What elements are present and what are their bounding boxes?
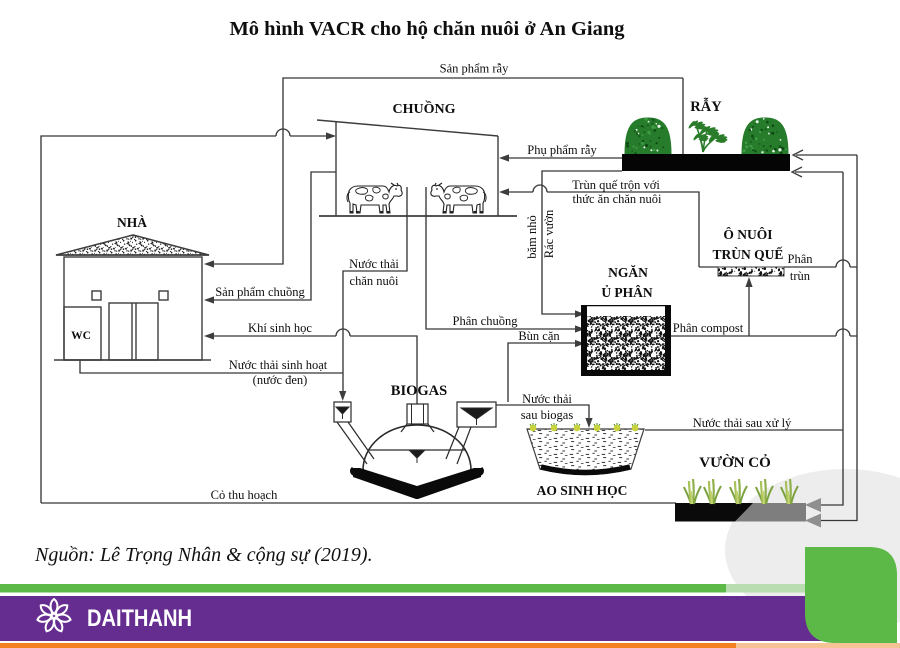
svg-text:Mô hình VACR cho hộ chăn nuôi: Mô hình VACR cho hộ chăn nuôi ở An Giang	[229, 18, 625, 40]
svg-text:Ủ PHÂN: Ủ PHÂN	[601, 285, 653, 300]
svg-text:TRÙN QUẾ: TRÙN QUẾ	[713, 247, 784, 262]
svg-text:Bùn cặn: Bùn cặn	[518, 329, 560, 343]
svg-text:thức ăn chăn nuôi: thức ăn chăn nuôi	[572, 192, 662, 206]
svg-text:VƯỜN CỎ: VƯỜN CỎ	[699, 454, 771, 471]
svg-text:Rác vườn: Rác vườn	[542, 209, 556, 258]
svg-text:WC: WC	[71, 330, 91, 342]
svg-text:Nước thải: Nước thải	[349, 257, 399, 271]
svg-text:(nước đen): (nước đen)	[253, 373, 308, 387]
svg-text:Phân: Phân	[788, 252, 814, 266]
svg-text:NHÀ: NHÀ	[117, 215, 147, 230]
svg-text:chăn nuôi: chăn nuôi	[350, 274, 399, 288]
svg-text:AO SINH HỌC: AO SINH HỌC	[537, 483, 628, 498]
svg-text:Phân chuồng: Phân chuồng	[453, 314, 519, 328]
svg-text:Phân compost: Phân compost	[673, 321, 744, 335]
svg-text:RẪY: RẪY	[690, 97, 722, 115]
svg-text:Phụ phẩm rẫy: Phụ phẩm rẫy	[527, 143, 597, 157]
svg-text:Sản phẩm rẫy: Sản phẩm rẫy	[440, 62, 509, 76]
svg-text:Sản phẩm chuồng: Sản phẩm chuồng	[215, 285, 305, 299]
svg-text:CHUỒNG: CHUỒNG	[393, 99, 456, 117]
svg-text:băm nhỏ: băm nhỏ	[525, 215, 539, 258]
svg-text:Nguồn: Lê Trọng Nhân & cộng sự: Nguồn: Lê Trọng Nhân & cộng sự (2019).	[34, 544, 373, 566]
svg-text:DAITHANH: DAITHANH	[87, 605, 192, 632]
svg-text:NGĂN: NGĂN	[608, 265, 648, 280]
svg-text:Ô NUÔI: Ô NUÔI	[723, 227, 772, 242]
svg-text:sau biogas: sau biogas	[521, 408, 574, 422]
svg-text:Khí sinh học: Khí sinh học	[248, 321, 312, 335]
svg-text:Trùn quế trộn với: Trùn quế trộn với	[572, 178, 660, 192]
svg-text:trùn: trùn	[790, 269, 811, 283]
svg-text:Cỏ thu hoạch: Cỏ thu hoạch	[211, 488, 278, 502]
svg-text:Nước thải: Nước thải	[522, 392, 572, 406]
svg-text:Nước thải sau xử lý: Nước thải sau xử lý	[693, 416, 792, 430]
svg-text:Nước thải sinh hoạt: Nước thải sinh hoạt	[229, 358, 328, 372]
svg-text:BIOGAS: BIOGAS	[391, 383, 447, 399]
